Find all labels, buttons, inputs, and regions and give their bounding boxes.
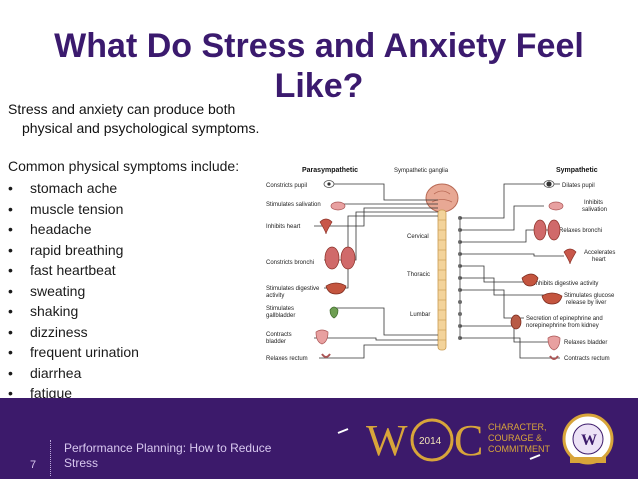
svg-text:Constricts pupil: Constricts pupil bbox=[266, 183, 307, 189]
lung-icon bbox=[340, 246, 356, 270]
svg-text:salivation: salivation bbox=[582, 207, 607, 213]
list-item: •diarrhea bbox=[8, 364, 82, 381]
svg-text:Inhibits: Inhibits bbox=[584, 200, 603, 206]
logo-tagline-1: CHARACTER, bbox=[488, 422, 547, 432]
svg-text:Inhibits heart: Inhibits heart bbox=[266, 224, 301, 230]
lumbar-label: Lumbar bbox=[410, 312, 430, 318]
list-item: •shaking bbox=[8, 303, 79, 319]
svg-text:Relaxes rectum: Relaxes rectum bbox=[266, 356, 308, 362]
intro-text: Stress and anxiety can produce both phys… bbox=[8, 100, 308, 138]
heart-icon bbox=[319, 218, 333, 235]
logo-ring bbox=[410, 418, 454, 462]
intro-line-1: Stress and anxiety can produce both bbox=[8, 101, 236, 117]
lung-icon bbox=[533, 219, 547, 241]
svg-text:Stimulates glucose: Stimulates glucose bbox=[564, 293, 615, 299]
svg-text:release by liver: release by liver bbox=[566, 300, 606, 306]
slide-title: What Do Stress and Anxiety Feel Like? bbox=[54, 27, 584, 105]
svg-text:bladder: bladder bbox=[266, 339, 286, 345]
seal-letter: W bbox=[581, 432, 597, 449]
svg-text:heart: heart bbox=[592, 257, 606, 263]
lung-icon bbox=[324, 246, 340, 270]
page-number: 7 bbox=[30, 459, 37, 471]
parasympathetic-heading: Parasympathetic bbox=[302, 167, 358, 174]
svg-text:Contracts: Contracts bbox=[266, 332, 292, 338]
footer-line-1: Performance Planning: How to Reduce bbox=[64, 441, 272, 455]
list-item: •rapid breathing bbox=[8, 241, 124, 258]
kidney-icon bbox=[510, 314, 522, 330]
symptoms-heading: Common physical symptoms include: bbox=[8, 158, 240, 174]
liver-icon bbox=[325, 282, 347, 295]
list-item: •muscle tension bbox=[8, 200, 124, 217]
logo-c: C bbox=[454, 416, 483, 465]
rectum-icon bbox=[549, 355, 559, 360]
svg-text:Constricts bronchi: Constricts bronchi bbox=[266, 260, 314, 266]
footer-divider bbox=[50, 440, 51, 476]
svg-text:Relaxes bladder: Relaxes bladder bbox=[564, 340, 607, 346]
sympathetic-heading: Sympathetic bbox=[556, 167, 598, 174]
footer-text: Performance Planning: How to Reduce Stre… bbox=[64, 441, 294, 471]
logo-tagline-3: COMMITMENT bbox=[488, 444, 550, 454]
logo-year: 2014 bbox=[419, 436, 442, 447]
liver-icon bbox=[541, 292, 563, 305]
bladder-icon bbox=[315, 329, 329, 345]
svg-text:Relaxes bronchi: Relaxes bronchi bbox=[559, 228, 602, 234]
svg-text:Accelerates: Accelerates bbox=[584, 250, 615, 256]
lung-icon bbox=[547, 219, 561, 241]
salivary-gland-icon bbox=[330, 201, 346, 211]
stomach-icon bbox=[521, 273, 539, 287]
list-item: •sweating bbox=[8, 282, 86, 299]
footer-bar bbox=[0, 398, 638, 479]
svg-text:Secretion of epinephrine and: Secretion of epinephrine and bbox=[526, 316, 603, 322]
list-item: •headache bbox=[8, 221, 92, 237]
logo-tagline-2: COURAGE & bbox=[488, 433, 542, 443]
svg-text:Inhibits digestive activity: Inhibits digestive activity bbox=[534, 281, 598, 287]
nervous-system-diagram: Parasympathetic Sympathetic ganglia Symp… bbox=[264, 160, 626, 370]
svg-text:gallbladder: gallbladder bbox=[266, 313, 295, 319]
sympathetic-ganglia-label: Sympathetic ganglia bbox=[394, 168, 449, 174]
nervous-system-illustration: Parasympathetic Sympathetic ganglia Symp… bbox=[266, 167, 615, 362]
footer-line-2: Stress bbox=[64, 456, 99, 470]
intro-line-2: physical and psychological symptoms. bbox=[22, 120, 260, 136]
bladder-icon bbox=[547, 335, 561, 351]
thoracic-label: Thoracic bbox=[407, 272, 430, 278]
heart-icon bbox=[563, 248, 577, 265]
list-item: •frequent urination bbox=[8, 344, 139, 360]
salivary-gland-icon bbox=[548, 201, 564, 211]
list-item: •fast heartbeat bbox=[8, 262, 116, 278]
rectum-icon bbox=[321, 353, 331, 358]
svg-text:activity: activity bbox=[266, 293, 284, 299]
list-item: •stomach ache bbox=[8, 180, 118, 196]
logo-w: W bbox=[366, 416, 408, 465]
svg-text:Stimulates salivation: Stimulates salivation bbox=[266, 202, 321, 208]
woc-logo: W 2014 C CHARACTER, COURAGE & COMMITMENT… bbox=[337, 413, 614, 465]
list-item: •fatigue bbox=[8, 385, 73, 401]
svg-text:Contracts rectum: Contracts rectum bbox=[564, 356, 610, 362]
svg-text:Stimulates: Stimulates bbox=[266, 306, 294, 312]
gallbladder-icon bbox=[329, 306, 339, 319]
symptom-list: •stomach ache •muscle tension •headache … bbox=[8, 178, 139, 404]
cervical-label: Cervical bbox=[407, 234, 429, 240]
svg-text:Dilates pupil: Dilates pupil bbox=[562, 183, 595, 189]
svg-text:Stimulates digestive: Stimulates digestive bbox=[266, 286, 320, 292]
list-item: •dizziness bbox=[8, 323, 88, 340]
svg-text:norepinephrine from kidney: norepinephrine from kidney bbox=[526, 323, 599, 329]
